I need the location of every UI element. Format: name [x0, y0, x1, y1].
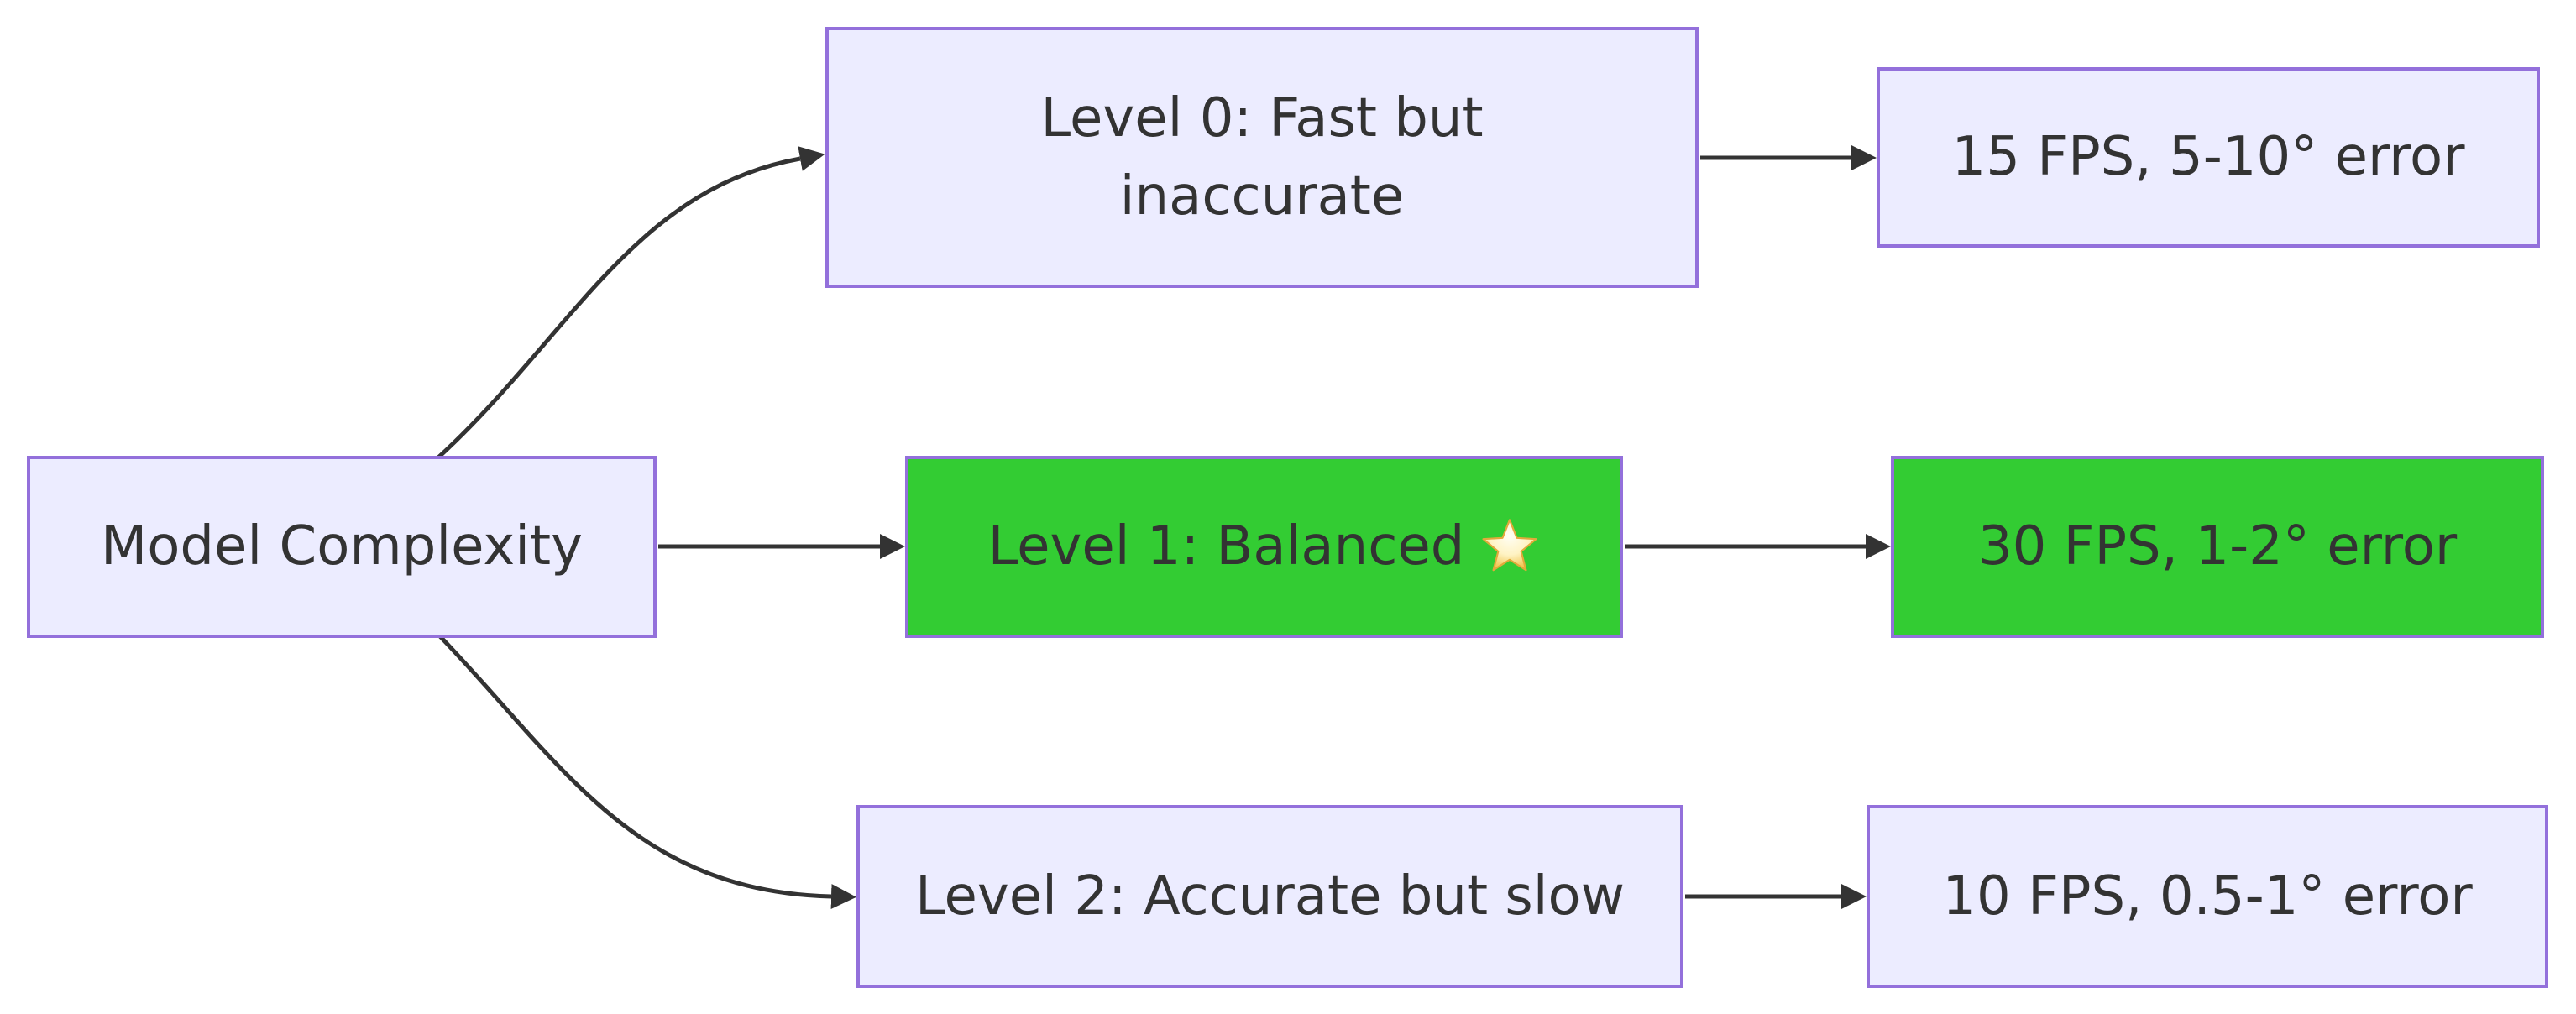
node-label: Level 1: Balanced: [987, 515, 1465, 578]
node-result1: 30 FPS, 1-2° error: [1891, 456, 2544, 638]
node-level2: Level 2: Accurate but slow: [856, 805, 1683, 988]
node-model-complexity: Model Complexity: [27, 456, 657, 638]
node-label: Level 0: Fast but inaccurate: [1040, 86, 1484, 227]
node-level1: Level 1: Balanced: [905, 456, 1623, 638]
node-level0: Level 0: Fast but inaccurate: [825, 27, 1699, 288]
node-label: Model Complexity: [101, 515, 583, 578]
node-label: 15 FPS, 5-10° error: [1951, 126, 2465, 189]
node-label: 30 FPS, 1-2° error: [1977, 515, 2458, 578]
node-label-row: Level 1: Balanced: [988, 508, 1541, 586]
star-icon: [1482, 519, 1537, 572]
node-result0: 15 FPS, 5-10° error: [1877, 67, 2540, 248]
edge-root-to-level2: [438, 635, 856, 909]
edge-root-to-level0: [437, 146, 825, 459]
node-result2: 10 FPS, 0.5-1° error: [1867, 805, 2548, 988]
node-label: 10 FPS, 0.5-1° error: [1942, 865, 2473, 928]
node-label: Level 2: Accurate but slow: [914, 865, 1626, 928]
